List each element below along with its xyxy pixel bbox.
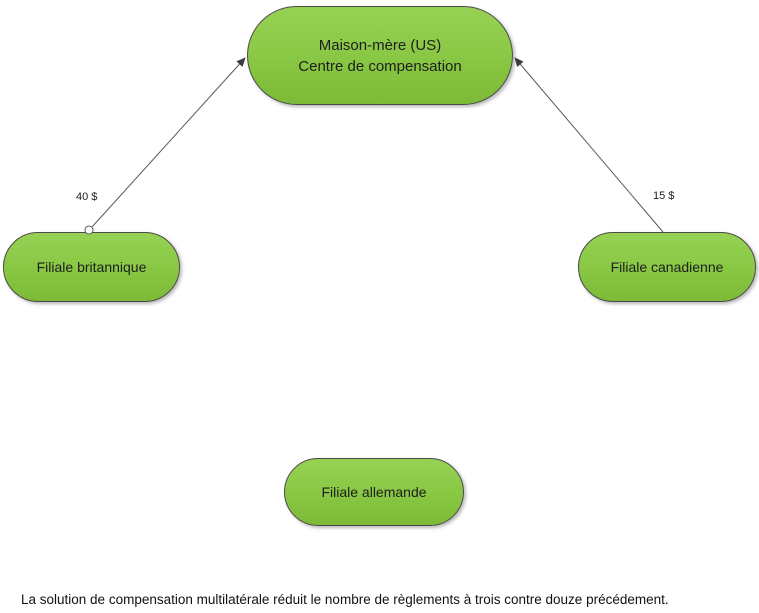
edge-ca-to-parent [514, 57, 664, 233]
node-british-subsidiary-label: Filiale britannique [36, 259, 147, 275]
node-parent-company: Maison-mère (US) Centre de compensation [247, 6, 513, 105]
node-german-subsidiary-label: Filiale allemande [321, 484, 427, 500]
node-canadian-subsidiary-label: Filiale canadienne [610, 259, 724, 275]
edge-amount-label-ca: 15 $ [653, 190, 675, 202]
node-parent-label-line2: Centre de compensation [298, 57, 462, 75]
edge-amount-label-uk: 40 $ [76, 191, 98, 203]
caption: La solution de compensation multilatéral… [21, 592, 669, 607]
node-german-subsidiary: Filiale allemande [284, 458, 464, 526]
node-parent-label-line1: Maison-mère (US) [318, 36, 442, 54]
edge-uk-to-parent [91, 57, 246, 228]
node-canadian-subsidiary: Filiale canadienne [578, 232, 756, 302]
node-british-subsidiary: Filiale britannique [3, 232, 180, 302]
